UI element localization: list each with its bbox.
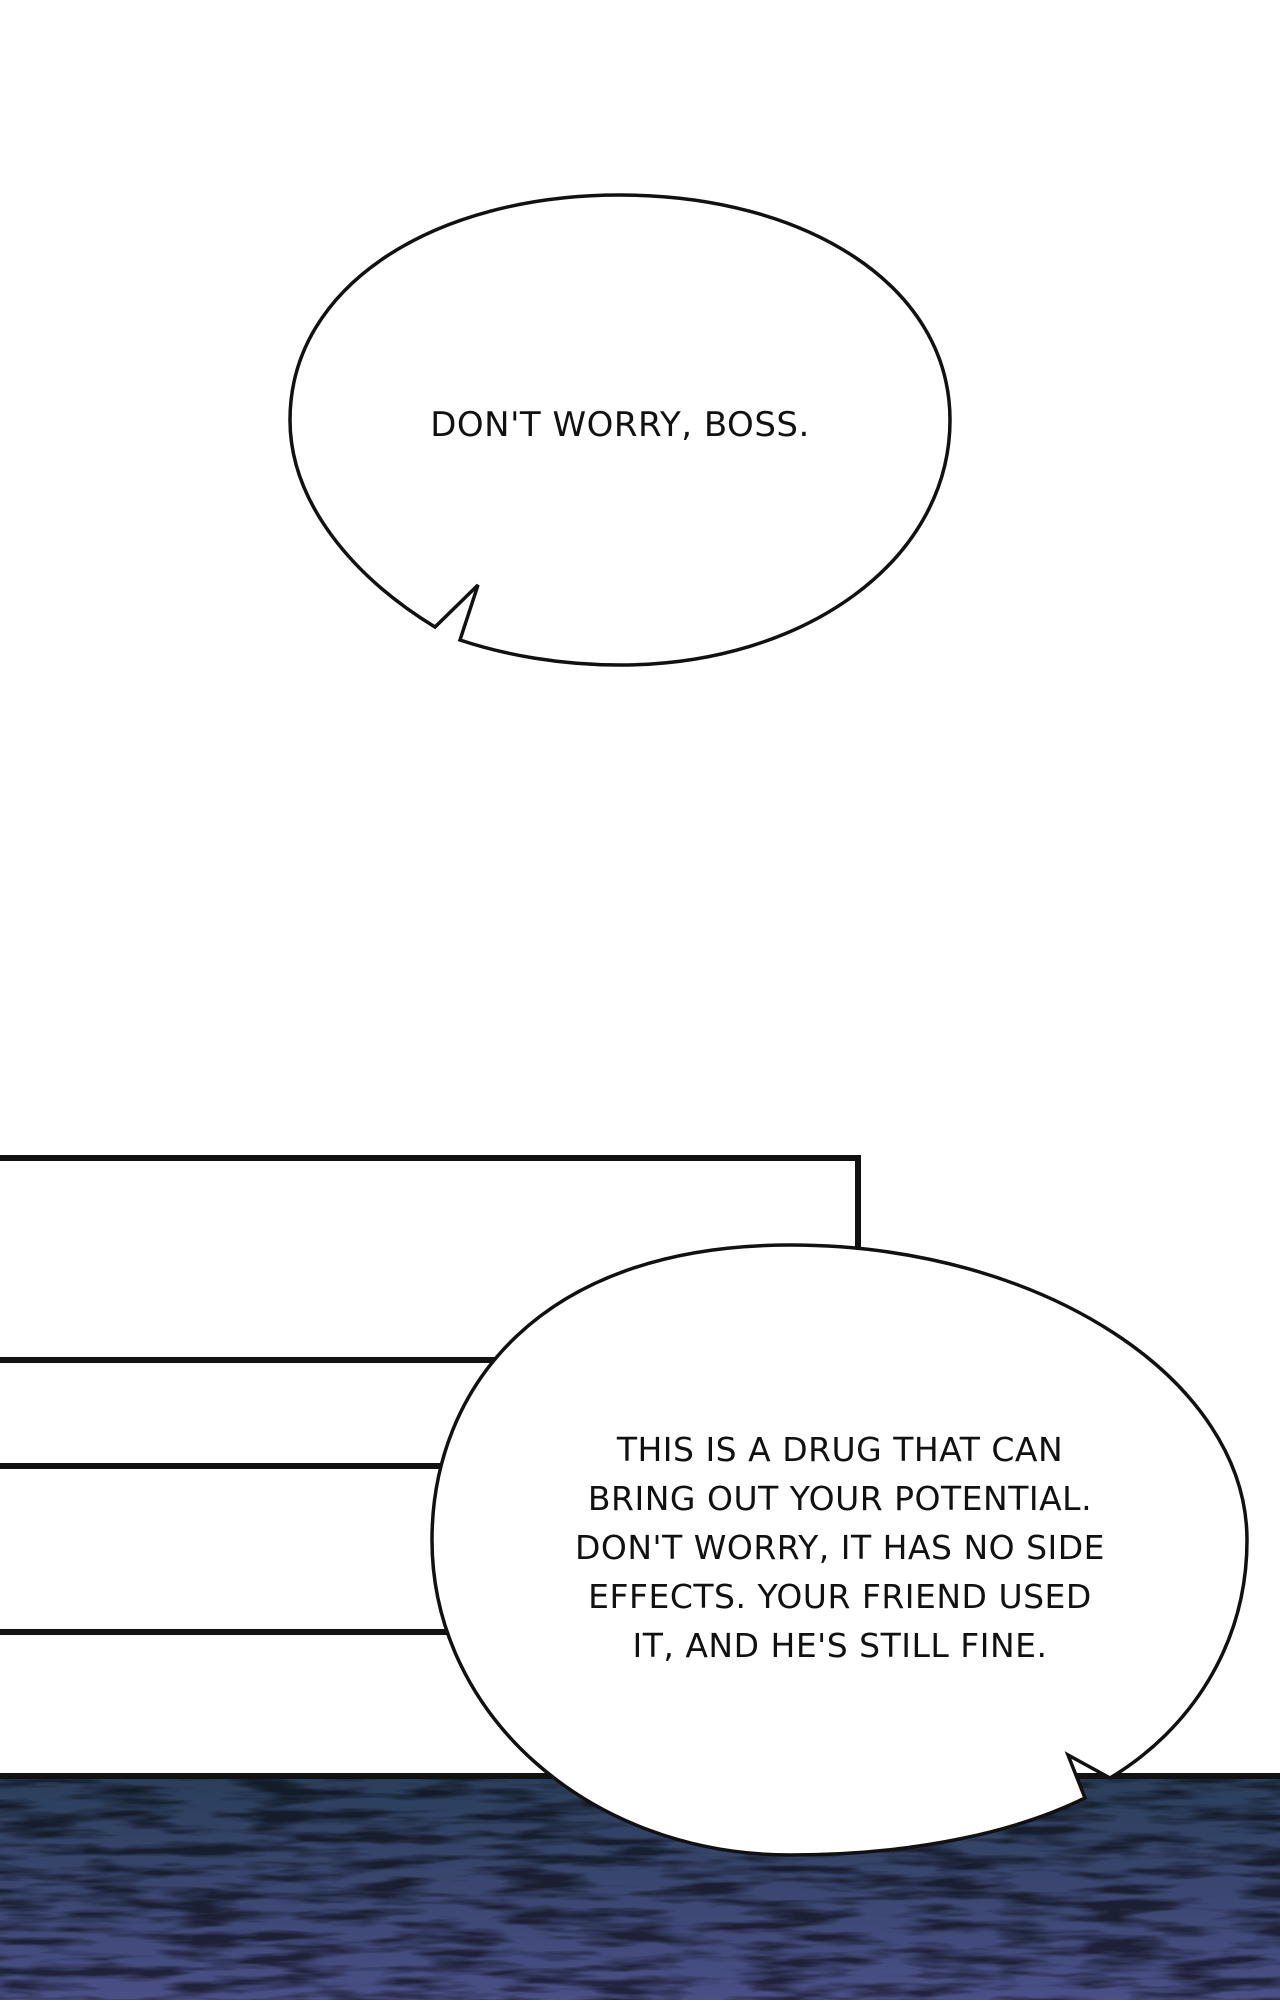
speech-text-top: DON'T WORRY, BOSS. [430,405,810,445]
speech-bubble-bottom [430,1243,1249,1857]
speech-bubble-top [288,193,952,667]
speech-text-bottom: THIS IS A DRUG THAT CAN BRING OUT YOUR P… [574,1430,1106,1665]
